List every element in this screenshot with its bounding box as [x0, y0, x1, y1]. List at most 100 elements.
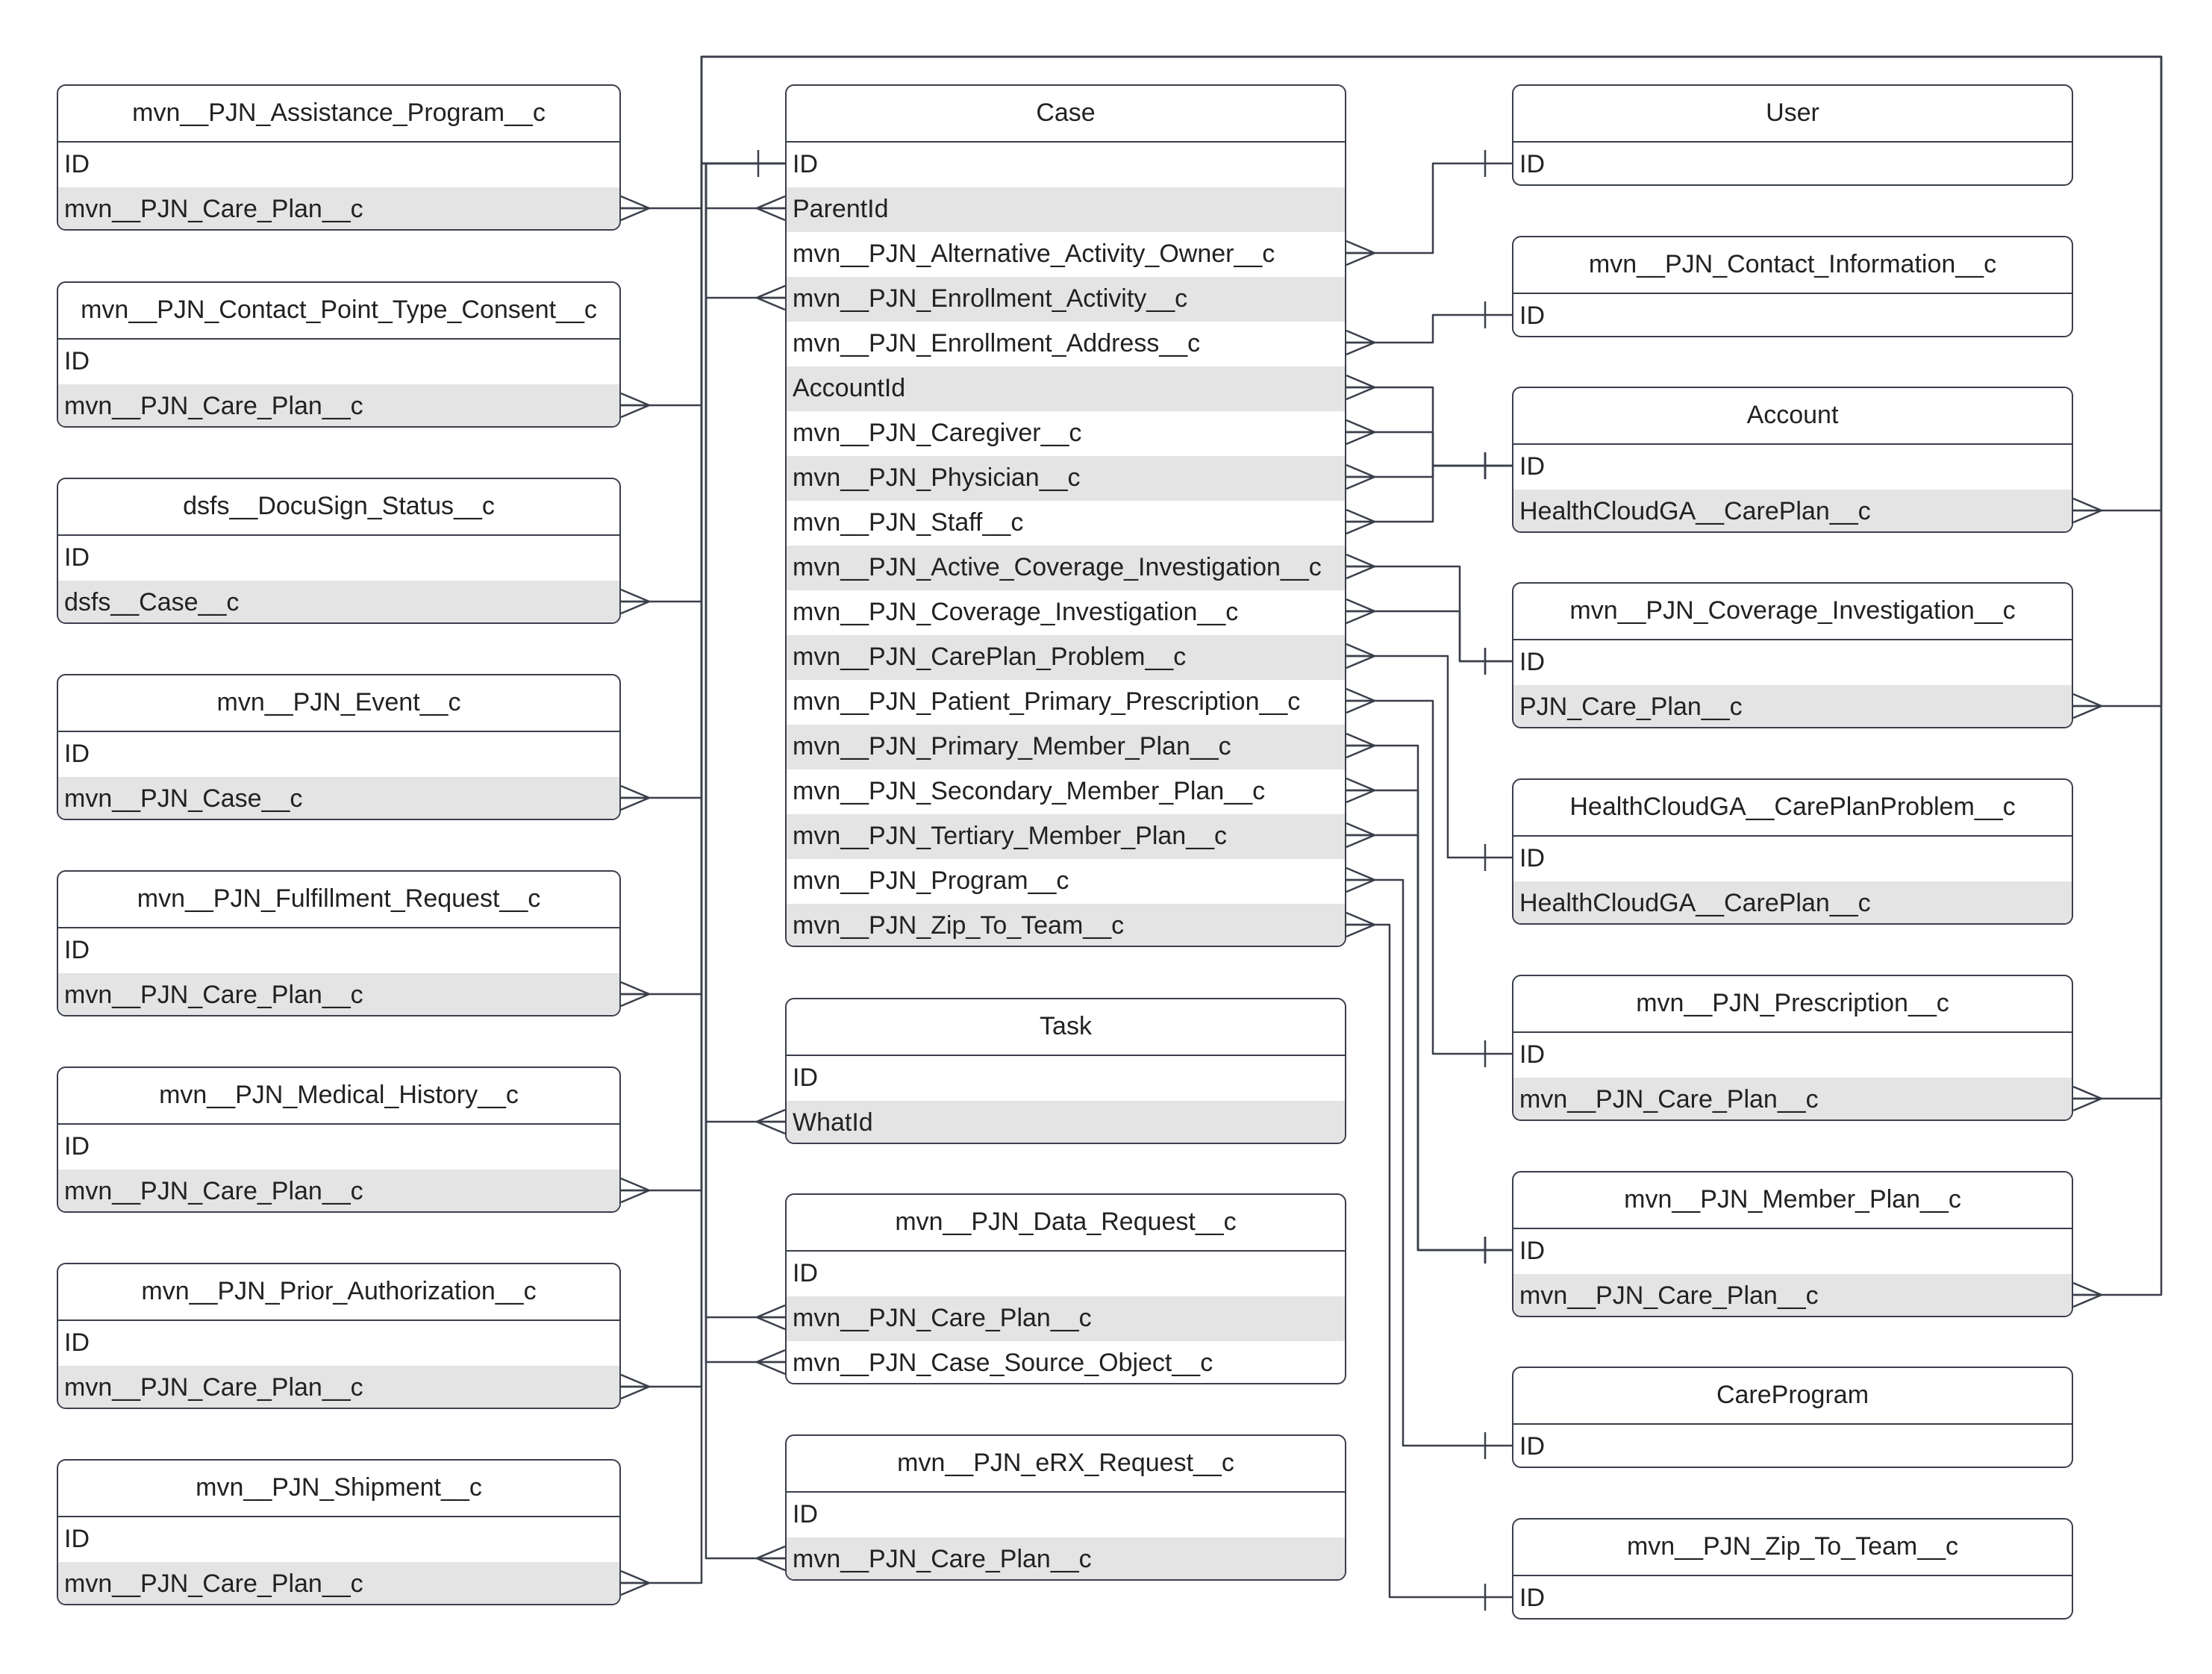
- entity-title: mvn__PJN_Contact_Point_Type_Consent__c: [58, 283, 619, 340]
- entity-field: mvn__PJN_CarePlan_Problem__c: [787, 635, 1345, 680]
- entity-title: mvn__PJN_Prescription__c: [1513, 976, 2072, 1033]
- entity-title: mvn__PJN_Prior_Authorization__c: [58, 1264, 619, 1321]
- relationship-line: [1346, 923, 1512, 1599]
- entity-field: PJN_Care_Plan__c: [1513, 685, 2072, 727]
- entity-field: WhatId: [787, 1101, 1345, 1143]
- relationship-line: [621, 162, 785, 799]
- entity-title: mvn__PJN_Contact_Information__c: [1513, 237, 2072, 294]
- entity-field: mvn__PJN_Care_Plan__c: [58, 1562, 619, 1604]
- entity-title: User: [1513, 86, 2072, 143]
- entity-field: ID: [1519, 302, 1545, 330]
- relationship-line: [621, 162, 785, 1192]
- entity-field: mvn__PJN_Care_Plan__c: [1513, 1078, 2072, 1119]
- entity-field: mvn__PJN_Care_Plan__c: [1513, 1274, 2072, 1316]
- entity-field: ID: [1519, 648, 1545, 676]
- entity-field: ID: [793, 1500, 818, 1528]
- entity-field: ID: [64, 740, 90, 768]
- entity-field: mvn__PJN_Care_Plan__c: [58, 187, 619, 229]
- entity-field: ID: [64, 936, 90, 964]
- entity-field: mvn__PJN_Care_Plan__c: [58, 1169, 619, 1211]
- entity-field: mvn__PJN_Case_Source_Object__c: [793, 1349, 1213, 1377]
- entity-field: ID: [793, 1259, 818, 1287]
- entity-field: ID: [1519, 1432, 1545, 1461]
- entity-title: HealthCloudGA__CarePlanProblem__c: [1513, 780, 2072, 837]
- entity-field: mvn__PJN_Care_Plan__c: [787, 1537, 1345, 1579]
- entity-title: mvn__PJN_Data_Request__c: [787, 1195, 1345, 1252]
- entity-field: ID: [793, 1064, 818, 1092]
- relationship-line: [621, 162, 785, 407]
- relationship-line: [1346, 386, 1512, 467]
- entity-title: mvn__PJN_Fulfillment_Request__c: [58, 872, 619, 928]
- relationship-line: [704, 163, 785, 1364]
- entity-field: mvn__PJN_Tertiary_Member_Plan__c: [787, 814, 1345, 859]
- relationship-line: [621, 162, 785, 996]
- entity-field: ID: [64, 1328, 90, 1357]
- entity-field: mvn__PJN_Primary_Member_Plan__c: [787, 725, 1345, 769]
- relationship-line: [1346, 699, 1512, 1055]
- entity-title: mvn__PJN_Shipment__c: [58, 1461, 619, 1517]
- entity-title: mvn__PJN_Assistance_Program__c: [58, 86, 619, 143]
- entity-field: mvn__PJN_Alternative_Activity_Owner__c: [793, 240, 1275, 268]
- entity-field: ID: [64, 150, 90, 178]
- entity-field: mvn__PJN_Enrollment_Address__c: [793, 329, 1201, 357]
- entity-field: ID: [1519, 1584, 1545, 1612]
- entity-field: ID: [1519, 1040, 1545, 1069]
- entity-field: ParentId: [787, 187, 1345, 232]
- entity-field: ID: [64, 1132, 90, 1161]
- entity-field: mvn__PJN_Care_Plan__c: [787, 1296, 1345, 1341]
- entity-field: ID: [64, 347, 90, 375]
- entity-field: ID: [64, 543, 90, 572]
- relationship-line: [704, 163, 785, 1560]
- entity-field: HealthCloudGA__CarePlan__c: [1513, 881, 2072, 923]
- entity-title: mvn__PJN_eRX_Request__c: [787, 1436, 1345, 1493]
- entity-title: Case: [787, 86, 1345, 143]
- entity-field: mvn__PJN_Care_Plan__c: [58, 1366, 619, 1408]
- relationship-line: [700, 55, 2163, 1296]
- relationship-line: [704, 163, 785, 1123]
- entity-field: mvn__PJN_Physician__c: [787, 456, 1345, 501]
- entity-title: dsfs__DocuSign_Status__c: [58, 479, 619, 536]
- entity-title: mvn__PJN_Coverage_Investigation__c: [1513, 584, 2072, 640]
- relationship-line: [1346, 431, 1512, 467]
- entity-field: ID: [793, 150, 818, 178]
- entity-title: mvn__PJN_Zip_To_Team__c: [1513, 1520, 2072, 1576]
- relationship-line: [621, 162, 785, 1388]
- entity-field: mvn__PJN_Active_Coverage_Investigation__…: [787, 546, 1345, 590]
- entity-title: Task: [787, 999, 1345, 1056]
- relationship-line: [621, 162, 785, 1584]
- entity-field: mvn__PJN_Care_Plan__c: [58, 973, 619, 1015]
- relationship-line: [1346, 464, 1512, 523]
- relationship-line: [1346, 565, 1512, 663]
- entity-field: ID: [1519, 150, 1545, 178]
- relationship-line: [704, 163, 785, 299]
- relationship-line: [1346, 162, 1512, 254]
- entity-field: ID: [64, 1525, 90, 1553]
- entity-field: dsfs__Case__c: [58, 581, 619, 622]
- relationship-line: [1346, 878, 1512, 1447]
- relationship-line: [704, 163, 785, 1319]
- entity-field: mvn__PJN_Coverage_Investigation__c: [793, 598, 1239, 626]
- entity-field: ID: [1519, 1237, 1545, 1265]
- entity-field: HealthCloudGA__CarePlan__c: [1513, 490, 2072, 531]
- entity-field: mvn__PJN_Care_Plan__c: [58, 384, 619, 426]
- relationship-line: [621, 162, 785, 210]
- entity-field: mvn__PJN_Caregiver__c: [793, 419, 1082, 447]
- entity-field: mvn__PJN_Program__c: [793, 866, 1069, 895]
- relationship-line: [621, 162, 785, 603]
- entity-title: mvn__PJN_Medical_History__c: [58, 1068, 619, 1125]
